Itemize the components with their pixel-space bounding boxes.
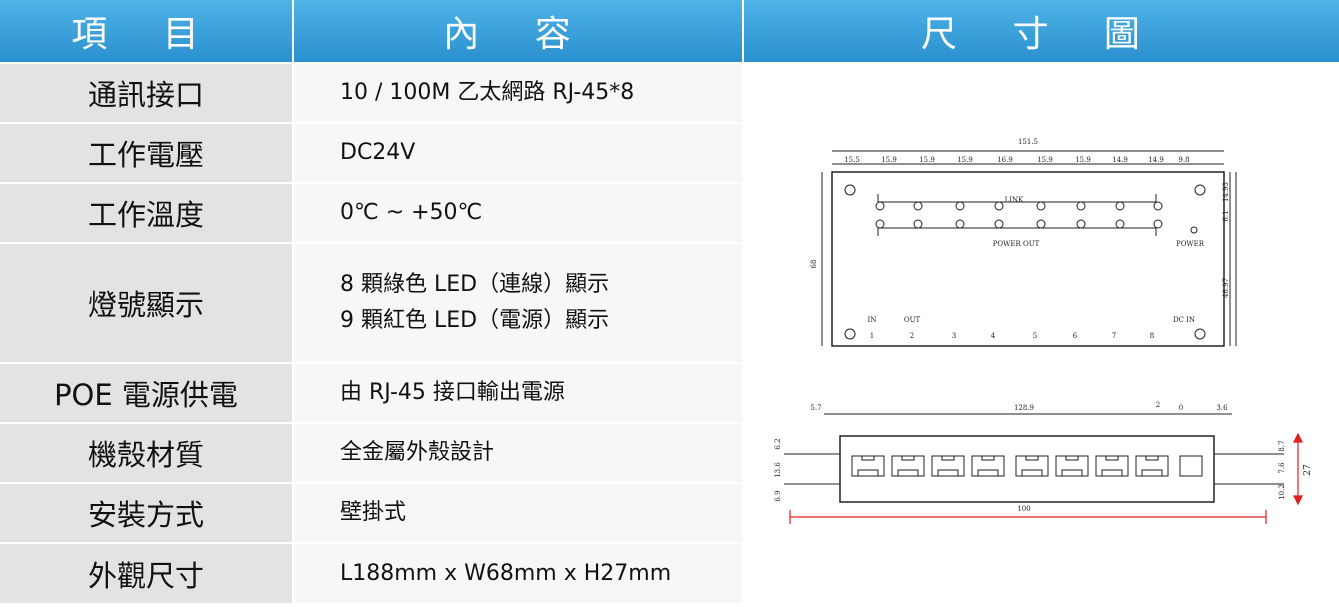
led-icon xyxy=(1036,201,1046,211)
row-value: 由 RJ-45 接口輸出電源 xyxy=(294,364,742,422)
led-icon xyxy=(994,201,1004,211)
dim-segment: 15.9 xyxy=(1075,156,1091,164)
dim-segment: 15.9 xyxy=(919,156,935,164)
port-number: 1 xyxy=(870,332,874,340)
row-label: 通訊接口 xyxy=(0,64,292,122)
header-dimension: 尺 寸 圖 xyxy=(744,0,1339,62)
led-icon xyxy=(955,219,965,229)
row-label: 安裝方式 xyxy=(0,484,292,542)
led-icon xyxy=(1076,219,1086,229)
row-label: 燈號顯示 xyxy=(0,244,292,362)
in-label: IN xyxy=(868,316,877,324)
rj45-port-icon xyxy=(971,455,1005,477)
left-dim: 6.9 xyxy=(774,490,782,501)
dim-segment: 14.9 xyxy=(1112,156,1128,164)
dim-segment: 14.9 xyxy=(1148,156,1164,164)
led-icon xyxy=(1036,219,1046,229)
row-value-line: 8 顆綠色 LED（連線）顯示 xyxy=(340,272,610,297)
dimension-svg: 151.5 15.5 15.9 15.9 15.9 16.9 15.9 15.9… xyxy=(774,138,1313,524)
side-dim: 128.9 xyxy=(1014,404,1034,412)
dim-right: 14.93 xyxy=(1222,182,1230,202)
dc-in-label: DC IN xyxy=(1173,316,1195,324)
row-value: 8 顆綠色 LED（連線）顯示 9 顆紅色 LED（電源）顯示 xyxy=(294,244,742,362)
row-label: 工作電壓 xyxy=(0,124,292,182)
dim-total: 151.5 xyxy=(1018,138,1038,146)
dim-segment: 15.9 xyxy=(881,156,897,164)
rj45-port-icon xyxy=(1135,455,1169,477)
rj45-port-icon xyxy=(1095,455,1129,477)
left-dim: 6.2 xyxy=(774,438,782,449)
dim-right: 6.1 xyxy=(1222,210,1230,221)
mount-hole xyxy=(1194,184,1206,196)
row-value: 10 / 100M 乙太網路 RJ-45*8 xyxy=(294,64,742,122)
header-item: 項 目 xyxy=(0,0,292,62)
link-label: LINK xyxy=(1005,196,1025,204)
side-dim: 5.7 xyxy=(810,404,821,412)
row-label: POE 電源供電 xyxy=(0,364,292,422)
power-label: POWER xyxy=(1176,240,1205,248)
port-number: 5 xyxy=(1033,332,1037,340)
rj45-port-icon xyxy=(1015,455,1049,477)
row-value: L188mm x W68mm x H27mm xyxy=(294,544,742,603)
led-icon xyxy=(913,201,923,211)
dim-segment: 9.8 xyxy=(1178,156,1189,164)
dc-jack xyxy=(1179,455,1203,477)
right-dim: 8.7 xyxy=(1278,440,1286,451)
dim-segment: 15.9 xyxy=(1037,156,1053,164)
led-icon xyxy=(955,201,965,211)
side-view-body xyxy=(839,435,1215,503)
top-view-body xyxy=(831,171,1225,347)
led-icon xyxy=(1153,219,1163,229)
row-value: 全金屬外殼設計 xyxy=(294,424,742,482)
port-number: 3 xyxy=(952,332,956,340)
side-dim: 3.6 xyxy=(1216,404,1228,412)
mount-hole xyxy=(844,328,856,340)
dim-right: 46.97 xyxy=(1222,278,1230,298)
side-dim: 2 xyxy=(1156,401,1160,409)
rj45-port-icon xyxy=(891,455,925,477)
right-dim: 7.6 xyxy=(1278,462,1286,474)
rj45-port-icon xyxy=(931,455,965,477)
row-label: 工作溫度 xyxy=(0,184,292,242)
mount-hole xyxy=(1194,328,1206,340)
led-icon xyxy=(875,219,885,229)
port-number: 4 xyxy=(991,332,996,340)
port-number: 2 xyxy=(910,332,914,340)
led-icon xyxy=(1076,201,1086,211)
header-content: 內 容 xyxy=(294,0,742,62)
rj45-port-icon xyxy=(1055,455,1089,477)
led-icon xyxy=(994,219,1004,229)
mount-hole xyxy=(844,184,856,196)
row-value: 壁掛式 xyxy=(294,484,742,542)
led-icon xyxy=(1115,201,1125,211)
side-dim-bottom: 100 xyxy=(1017,505,1030,513)
left-dim: 13.6 xyxy=(774,462,782,478)
port-number: 6 xyxy=(1073,332,1078,340)
led-icon xyxy=(1153,201,1163,211)
side-dim: 0 xyxy=(1179,404,1183,412)
right-dim: 10.2 xyxy=(1278,484,1286,500)
dim-segment: 16.9 xyxy=(997,156,1013,164)
power-led xyxy=(1190,226,1198,234)
row-value: 0℃ ~ +50℃ xyxy=(294,184,742,242)
led-icon xyxy=(913,219,923,229)
row-label: 外觀尺寸 xyxy=(0,544,292,603)
row-label: 機殼材質 xyxy=(0,424,292,482)
dim-segment: 15.5 xyxy=(844,156,860,164)
height-dim: 27 xyxy=(1303,464,1313,476)
led-icon xyxy=(875,201,885,211)
rj45-port-icon xyxy=(851,455,885,477)
port-number: 8 xyxy=(1150,332,1154,340)
dimension-drawing: 151.5 15.5 15.9 15.9 15.9 16.9 15.9 15.9… xyxy=(744,64,1339,603)
dim-segment: 15.9 xyxy=(957,156,973,164)
row-value: DC24V xyxy=(294,124,742,182)
out-label: OUT xyxy=(904,316,921,324)
power-out-label: POWER OUT xyxy=(993,240,1040,248)
port-number: 7 xyxy=(1112,332,1116,340)
dim-height: 68 xyxy=(810,260,818,269)
row-value-line: 9 顆紅色 LED（電源）顯示 xyxy=(340,308,610,333)
led-icon xyxy=(1115,219,1125,229)
